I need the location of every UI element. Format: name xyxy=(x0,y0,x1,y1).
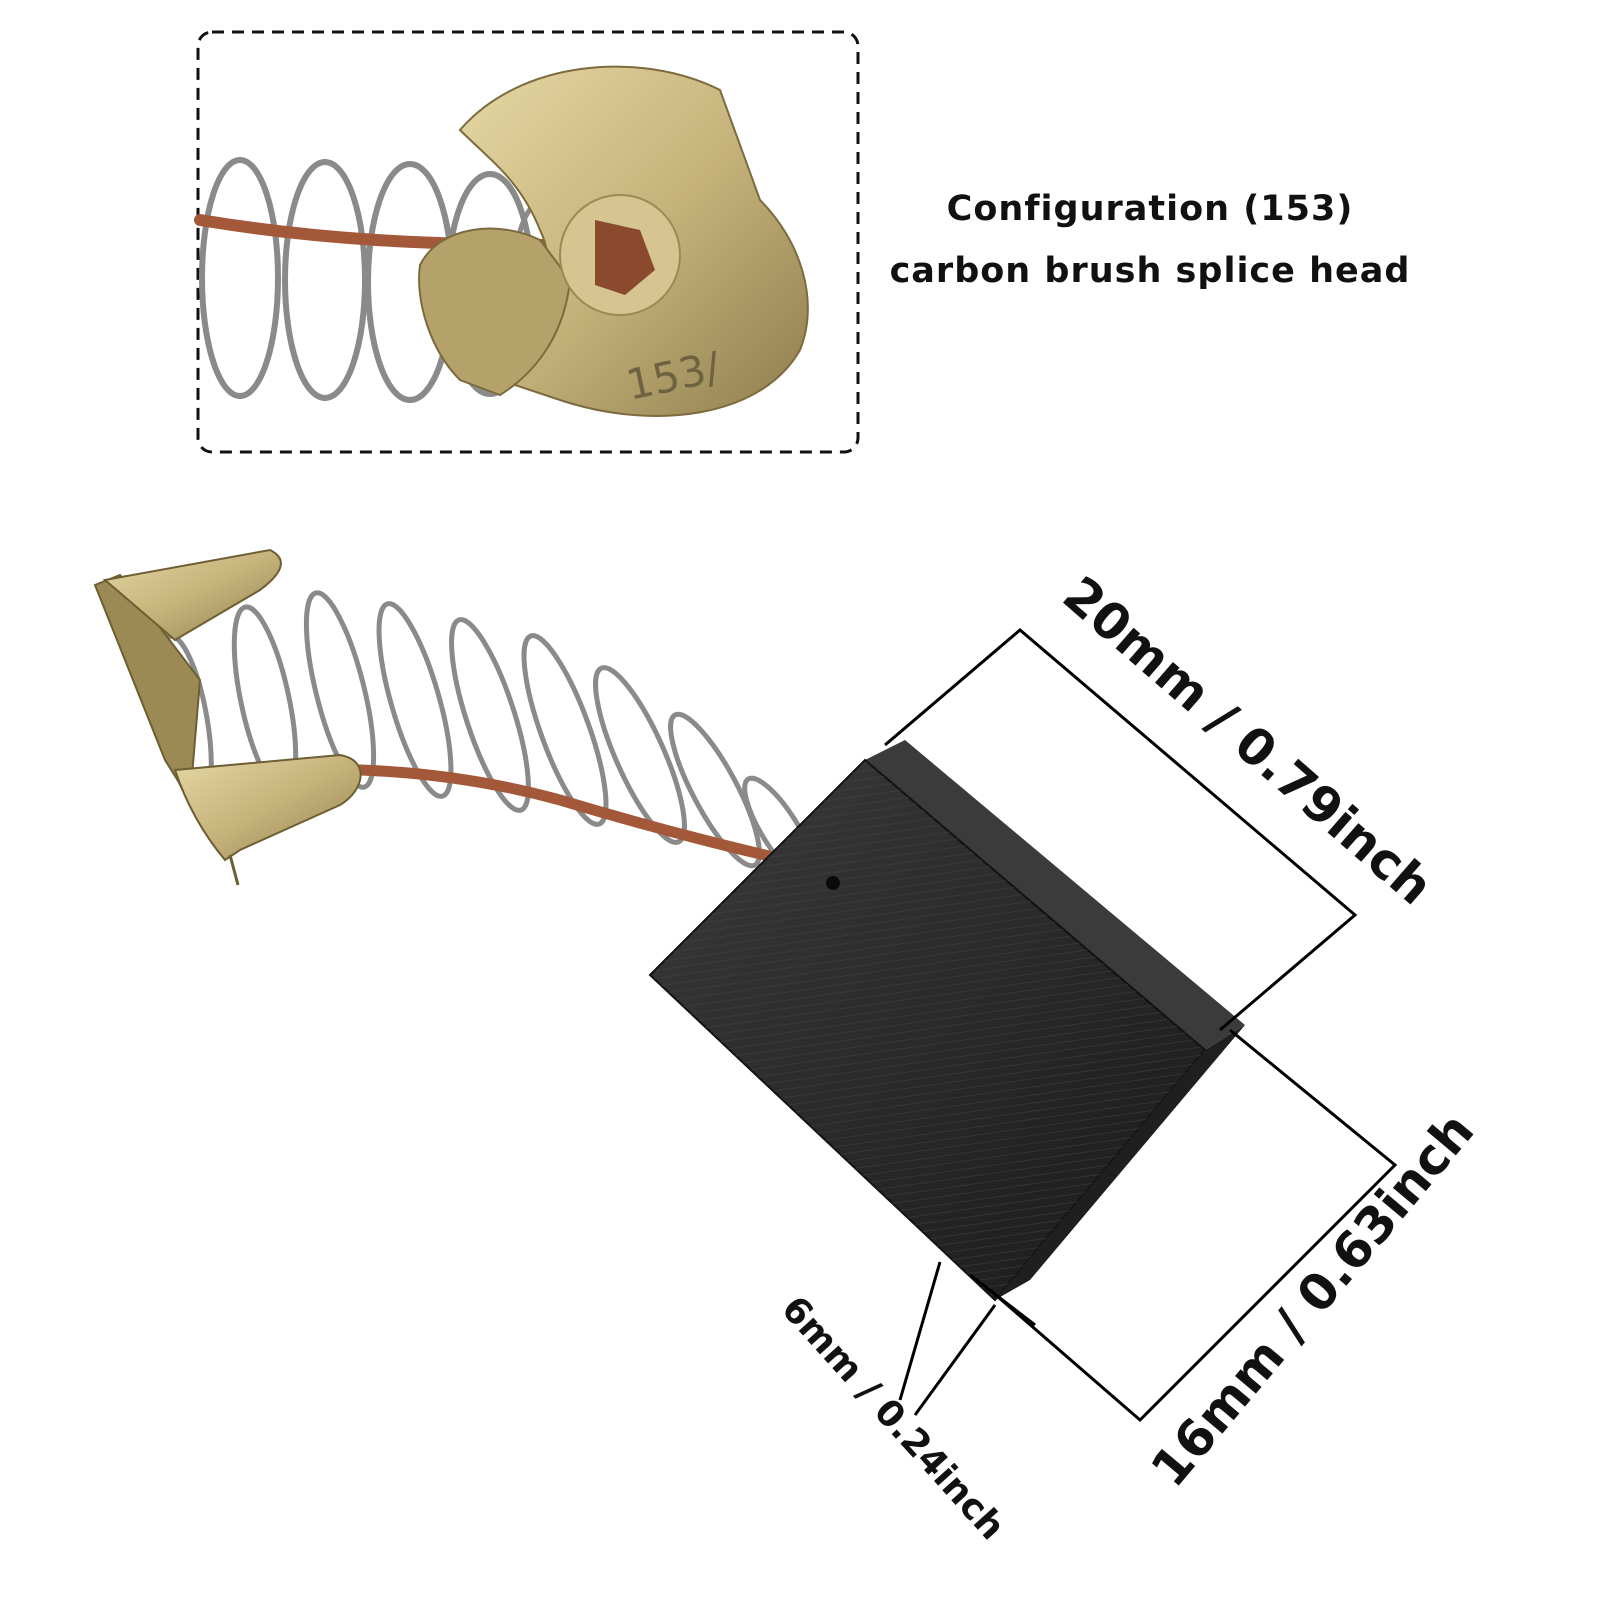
inset-brass-cap: 153/ xyxy=(418,65,809,417)
thickness-dimension-line xyxy=(969,1273,1036,1327)
length-dimension-line xyxy=(884,628,1358,1032)
thickness-dimension-line-2 xyxy=(898,1261,942,1401)
width-dimension-line xyxy=(989,1028,1398,1423)
main-brass-cap xyxy=(93,548,362,886)
thickness-dimension-label: 6mm / 0.24inch xyxy=(773,1289,1012,1548)
carbon-brush-assembly xyxy=(93,548,1245,1302)
width-dimension-label: 16mm / 0.63inch xyxy=(1140,1102,1485,1498)
caption-line-1: Configuration (153) xyxy=(946,189,1354,229)
carbon-block-top-face xyxy=(865,740,1245,1050)
dimension-lines xyxy=(884,628,1398,1423)
configuration-caption: Configuration (153) carbon brush splice … xyxy=(880,178,1420,302)
thickness-dimension-line-3 xyxy=(913,1304,997,1416)
detail-inset: 153/ xyxy=(194,30,860,454)
carbon-block-hole xyxy=(826,876,840,890)
caption-line-2: carbon brush splice head xyxy=(889,251,1411,291)
carbon-block xyxy=(648,740,1245,1302)
carbon-block-side-face xyxy=(995,1025,1245,1300)
length-dimension-label: 20mm / 0.79inch xyxy=(1052,565,1443,916)
